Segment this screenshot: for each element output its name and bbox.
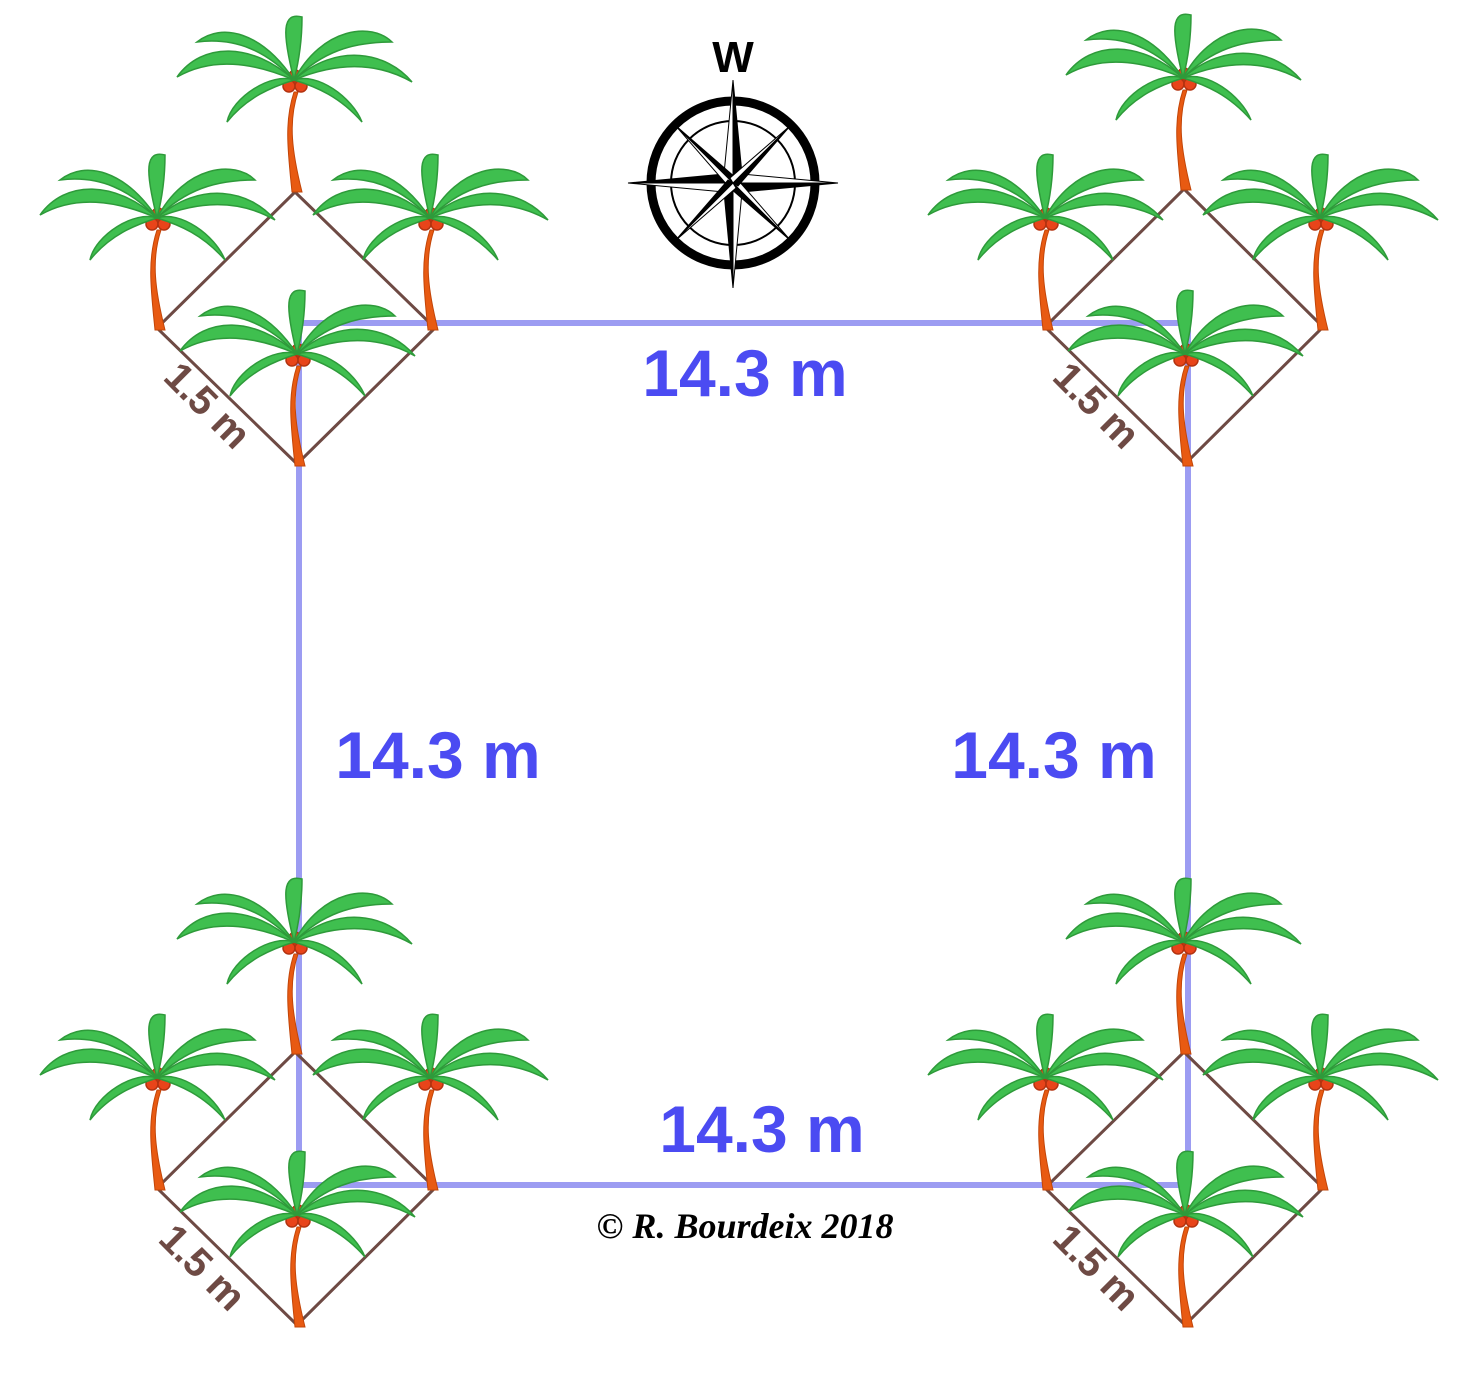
main-square xyxy=(296,320,1191,1188)
cluster-bottom-right-label: 1.5 m xyxy=(1044,1216,1147,1319)
compass-direction-label: W xyxy=(712,33,754,82)
palm-tree-icon xyxy=(1065,877,1302,1055)
palm-tree-icon xyxy=(1065,13,1302,191)
compass-rose-icon xyxy=(627,79,839,289)
top-side-label: 14.3 m xyxy=(642,336,847,410)
palm-tree-icon xyxy=(39,1013,276,1191)
palm-tree-icon xyxy=(927,1013,1164,1191)
credit-text: © R. Bourdeix 2018 xyxy=(597,1206,894,1246)
right-side-label: 14.3 m xyxy=(951,718,1156,792)
left-side-label: 14.3 m xyxy=(335,718,540,792)
palm-tree-icon xyxy=(1202,1013,1439,1191)
palm-tree-icon xyxy=(176,15,413,193)
cluster-top-left-label: 1.5 m xyxy=(155,354,258,457)
palm-tree-icon xyxy=(176,877,413,1055)
palm-tree-icon xyxy=(927,153,1164,331)
palm-tree-icon xyxy=(39,153,276,331)
bottom-side-label: 14.3 m xyxy=(659,1092,864,1166)
cluster-top-right-label: 1.5 m xyxy=(1044,354,1147,457)
